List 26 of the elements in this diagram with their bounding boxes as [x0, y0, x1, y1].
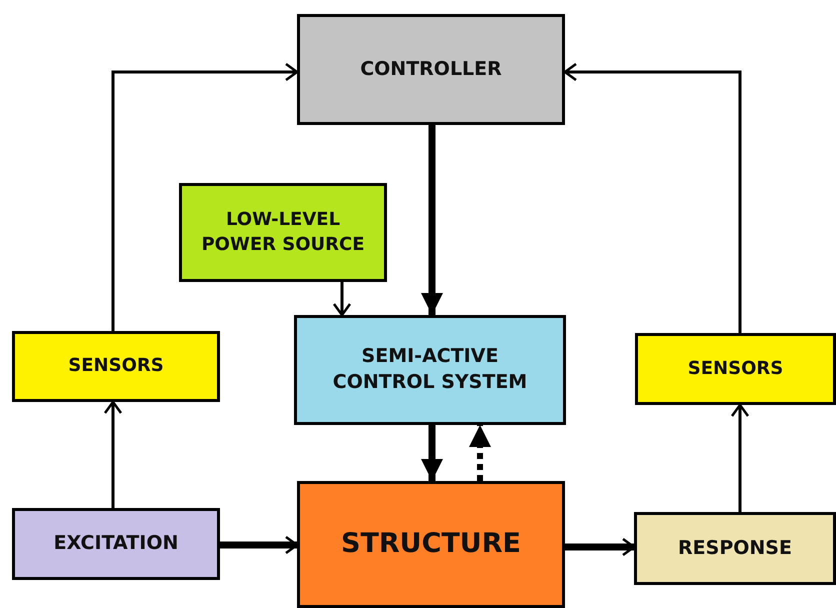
- box-label: RESPONSE: [678, 536, 792, 561]
- sensor-box: [12, 331, 220, 402]
- arrow: [469, 425, 491, 481]
- box-label: SEMI-ACTIVE CONTROL SYSTEM: [332, 344, 528, 395]
- arrow: [421, 125, 443, 315]
- box-label: LOW-LEVEL POWER SOURCE: [200, 208, 366, 256]
- box-label: SENSORS: [688, 356, 784, 381]
- box-label: STRUCTURE: [341, 527, 521, 562]
- arrow: [220, 536, 298, 554]
- excitation-box: [12, 508, 220, 580]
- arrow: [421, 425, 443, 481]
- control-system-box: [294, 315, 566, 425]
- structure-box: [297, 481, 565, 608]
- box-label: SENSORS: [68, 354, 164, 378]
- arrow: [564, 62, 742, 333]
- arrow: [332, 282, 352, 316]
- sensor-box: [635, 333, 836, 405]
- response-box: [634, 512, 836, 585]
- controller-box: [297, 14, 565, 125]
- power-source-box: [179, 183, 387, 282]
- arrow: [104, 400, 122, 508]
- arrow: [730, 404, 750, 512]
- arrow: [565, 538, 636, 556]
- arrow: [112, 62, 298, 331]
- box-label: CONTROLLER: [360, 56, 502, 82]
- box-label: EXCITATION: [54, 531, 178, 556]
